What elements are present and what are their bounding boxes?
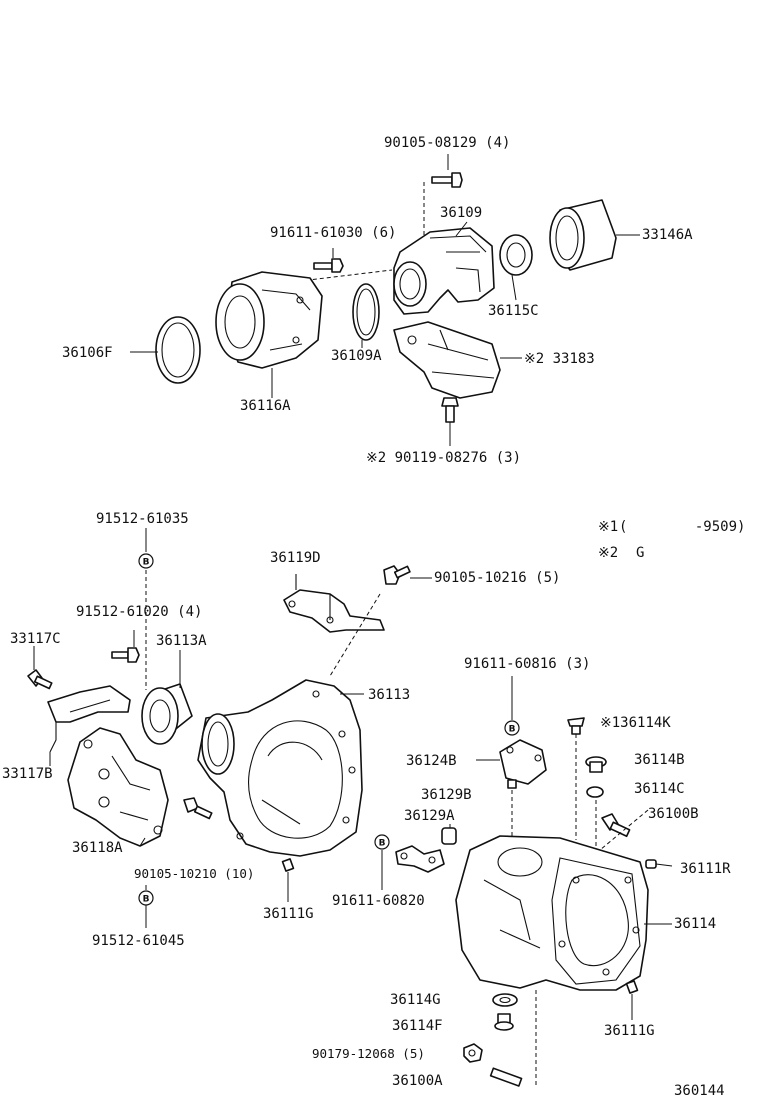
pin-36111G-left [281, 858, 295, 902]
label-91512-61045: 91512-61045 [92, 933, 185, 949]
label-91512-61035: 91512-61035 [96, 511, 189, 527]
label-136114K: ※136114K [600, 715, 671, 731]
label-91512-61020: 91512-61020 (4) [76, 604, 203, 620]
label-36114G: 36114G [390, 992, 441, 1008]
bolt-90105-10216 [383, 565, 432, 585]
bolt-36100B [601, 813, 631, 838]
label-36119D: 36119D [270, 550, 321, 566]
label-36100A: 36100A [392, 1073, 443, 1089]
label-36100B: 36100B [648, 806, 699, 822]
note-1-mark: ※1 [598, 519, 619, 535]
label-36114F: 36114F [392, 1018, 443, 1034]
label-36113: 36113 [368, 687, 411, 703]
note-1-text: ( -9509) [619, 519, 746, 535]
clip-36129A [441, 824, 457, 845]
nut-90179-12068 [463, 1043, 483, 1063]
cover-36124B [476, 739, 547, 789]
label-36109: 36109 [440, 205, 483, 221]
label-36114: 36114 [674, 916, 717, 932]
note-2-text: G [636, 545, 645, 561]
plug-36114B [585, 756, 607, 773]
svg-text:B: B [143, 558, 150, 568]
label-91611-60820: 91611-60820 [332, 893, 425, 909]
bolt-33117C [27, 646, 53, 690]
label-36129B: 36129B [421, 787, 472, 803]
label-33117B: 33117B [2, 766, 53, 782]
label-36111R: 36111R [680, 861, 731, 877]
label-33183: ※2 33183 [524, 351, 595, 367]
stud-36100A [489, 1067, 523, 1087]
label-36111G-right: 36111G [604, 1023, 655, 1039]
bracket-36118A [67, 727, 169, 847]
label-36124B: 36124B [406, 753, 457, 769]
bracket-33183 [393, 321, 522, 399]
bearing-36113A [141, 650, 193, 745]
transaxle-case-36114 [455, 835, 672, 991]
label-36113A: 36113A [156, 633, 207, 649]
diagram-number: 360144 [674, 1083, 725, 1099]
pin-36111G-right [625, 980, 639, 1020]
bolt-marker-91611-60816: B [504, 676, 520, 736]
label-36116A: 36116A [240, 398, 291, 414]
adapter-housing-36116A [215, 271, 323, 398]
label-36115C: 36115C [488, 303, 539, 319]
note-2-mark: ※2 [598, 545, 619, 561]
label-90105-10210: 90105-10210 (10) [134, 866, 255, 881]
label-36129A: 36129A [404, 808, 455, 824]
label-36118A: 36118A [72, 840, 123, 856]
bolt-marker-91512-61045: B [138, 885, 154, 928]
pin-36111R [645, 859, 673, 869]
svg-text:B: B [379, 839, 386, 849]
svg-text:B: B [509, 725, 516, 735]
label-90119-08276: ※2 90119-08276 (3) [366, 450, 522, 466]
o-ring-36109A [352, 283, 380, 348]
plug-36114F [494, 1013, 514, 1031]
label-33146A: 33146A [642, 227, 693, 243]
washer-36114C [586, 786, 604, 798]
bolt-marker-91512-61035: B [138, 528, 154, 569]
extension-housing-36109 [393, 221, 495, 315]
label-36114C: 36114C [634, 781, 685, 797]
svg-text:B: B [143, 895, 150, 905]
seal-36115C [499, 234, 533, 301]
bolt-90105-10210 [183, 797, 213, 820]
label-33117C: 33117C [10, 631, 61, 647]
bolt-90119-08276 [441, 397, 459, 446]
label-36106F: 36106F [62, 345, 113, 361]
cup-33146A [549, 199, 640, 271]
bracket-91611-60820: B [374, 834, 445, 890]
label-36114B: 36114B [634, 752, 685, 768]
bracket-36119D [283, 574, 385, 633]
label-36109A: 36109A [331, 348, 382, 364]
bolt-91512-61020 [111, 630, 140, 663]
label-91611-60816: 91611-60816 (3) [464, 656, 591, 672]
bolt-90105-08129 [431, 154, 463, 188]
o-ring-36106F [130, 316, 201, 384]
label-36111G-left: 36111G [263, 906, 314, 922]
label-90105-10216: 90105-10216 (5) [434, 570, 561, 586]
bolt-91611-61030 [313, 248, 344, 273]
label-90105-08129: 90105-08129 (4) [384, 135, 511, 151]
transaxle-case-36113 [197, 679, 364, 857]
label-90179-12068: 90179-12068 (5) [312, 1046, 425, 1061]
bracket-33117B [47, 685, 131, 766]
label-91611-61030: 91611-61030 (6) [270, 225, 397, 241]
washer-36114G [492, 993, 518, 1007]
